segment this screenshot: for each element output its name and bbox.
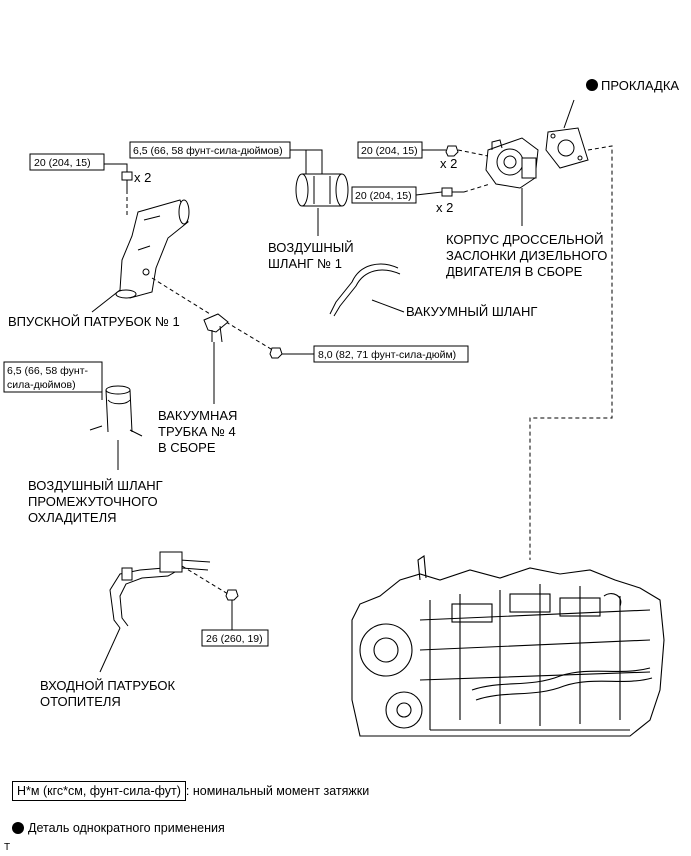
torque-throttle-bolt-text: 20 (204, 15) xyxy=(355,190,412,202)
throttle-body-part xyxy=(485,137,539,189)
label-intake-pipe-1: ВПУСКНОЙ ПАТРУБОК № 1 xyxy=(8,314,180,329)
qty-throttle-bolts: x 2 xyxy=(436,200,453,215)
qty-throttle-nuts: x 2 xyxy=(440,156,457,171)
legend-torque-desc: : номинальный момент затяжки xyxy=(185,784,370,798)
vacuum-tube-bolt-icon xyxy=(269,347,283,359)
torque-box-throttle-nut: 20 (204, 15) xyxy=(357,141,423,159)
label-vacuum-tube-line1: ВАКУУМНАЯ xyxy=(158,408,237,423)
label-intercooler-hose-line1: ВОЗДУШНЫЙ ШЛАНГ xyxy=(28,478,163,493)
torque-intercooler-line1: 6,5 (66, 58 фунт- xyxy=(7,365,88,377)
gasket-dashed-line xyxy=(529,145,613,560)
torque-intercooler-line2: сила-дюймов) xyxy=(7,379,76,391)
legend-torque-unit: Н*м (кгс*см, фунт-сила-фут) xyxy=(12,781,186,801)
label-throttle-body-line3: ДВИГАТЕЛЯ В СБОРЕ xyxy=(446,264,583,279)
heater-bolt-icon xyxy=(225,589,239,610)
air-hose-clamp-leader xyxy=(290,149,323,174)
intake-pipe-1-leader xyxy=(91,289,121,313)
throttle-bolt-leader xyxy=(415,191,443,196)
label-vacuum-tube-line2: ТРУБКА № 4 xyxy=(158,424,236,439)
qty-intake-bolts: x 2 xyxy=(134,170,151,185)
torque-box-intercooler-clamp: 6,5 (66, 58 фунт- сила-дюймов) xyxy=(3,361,103,393)
torque-box-intake-bolt: 20 (204, 15) xyxy=(29,153,105,171)
legend-torque: Н*м (кгс*см, фунт-сила-фут): номинальный… xyxy=(12,781,369,801)
torque-intake-bolt-text: 20 (204, 15) xyxy=(34,157,91,169)
label-throttle-body-line2: ЗАСЛОНКИ ДИЗЕЛЬНОГО xyxy=(446,248,607,263)
label-throttle-body-line1: КОРПУС ДРОССЕЛЬНОЙ xyxy=(446,232,603,247)
torque-box-vacuum-tube-bolt: 8,0 (82, 71 фунт-сила-дюйм) xyxy=(313,345,469,363)
label-gasket: ПРОКЛАДКА xyxy=(601,78,679,93)
torque-air-hose-clamp-text: 6,5 (66, 58 фунт-сила-дюймов) xyxy=(133,145,283,157)
heater-inlet-pipe-leader xyxy=(99,627,121,673)
engine-block xyxy=(351,555,665,737)
label-air-hose-1-line2: ШЛАНГ № 1 xyxy=(268,256,342,271)
heater-inlet-pipe-part xyxy=(109,551,211,629)
non-reusable-legend-dot-icon xyxy=(12,822,24,834)
torque-box-heater-bolt: 26 (260, 19) xyxy=(201,629,269,647)
label-air-hose-1-line1: ВОЗДУШНЫЙ xyxy=(268,240,354,255)
non-reusable-dot-icon xyxy=(586,79,598,91)
throttle-nut-icon xyxy=(445,145,459,157)
torque-vacuum-tube-text: 8,0 (82, 71 фунт-сила-дюйм) xyxy=(318,349,456,361)
label-heater-pipe-line1: ВХОДНОЙ ПАТРУБОК xyxy=(40,678,176,693)
label-vacuum-tube-line3: В СБОРЕ xyxy=(158,440,216,455)
torque-throttle-nut-text: 20 (204, 15) xyxy=(361,145,418,157)
footer-mark: T xyxy=(4,842,11,853)
intake-bolt-icon xyxy=(121,171,133,190)
throttle-bolt-icon xyxy=(441,187,464,197)
label-heater-pipe-line2: ОТОПИТЕЛЯ xyxy=(40,694,121,709)
vacuum-hose-part xyxy=(329,263,401,317)
torque-box-air-hose-clamp: 6,5 (66, 58 фунт-сила-дюймов) xyxy=(129,141,291,159)
label-intercooler-hose-line3: ОХЛАДИТЕЛЯ xyxy=(28,510,117,525)
torque-heater-bolt-text: 26 (260, 19) xyxy=(206,633,263,645)
torque-box-throttle-bolt: 20 (204, 15) xyxy=(351,186,417,204)
label-intercooler-hose-line2: ПРОМЕЖУТОЧНОГО xyxy=(28,494,158,509)
intercooler-hose-part xyxy=(89,385,143,437)
legend-non-reusable-text: Деталь однократного применения xyxy=(28,821,225,835)
label-vacuum-hose: ВАКУУМНЫЙ ШЛАНГ xyxy=(406,304,537,319)
legend-non-reusable: Деталь однократного применения xyxy=(12,820,225,836)
vacuum-tube-4-part xyxy=(203,313,229,343)
air-hose-1-part xyxy=(295,173,349,207)
vacuum-hose-leader xyxy=(371,299,405,313)
gasket-part xyxy=(545,127,589,169)
intake-pipe-1-part xyxy=(115,199,190,299)
gasket-leader xyxy=(563,99,575,129)
intake-bolt-leader xyxy=(104,163,128,172)
